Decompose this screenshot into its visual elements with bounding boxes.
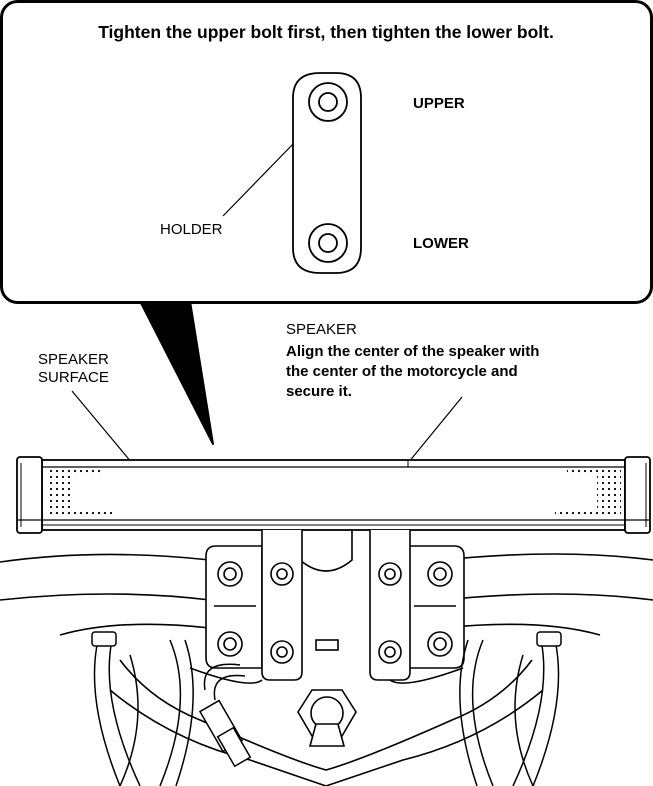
callout-box: Tighten the upper bolt first, then tight… [0,0,653,445]
mount-bolt-icon [378,562,402,664]
speaker-end-cap-right [624,456,651,534]
callout-pointer [139,300,214,445]
callout-instruction: Tighten the upper bolt first, then tight… [98,22,554,42]
speaker-note-line2: the center of the motorcycle and [286,363,518,380]
speaker-note-line1: Align the center of the speaker with [286,343,539,360]
speaker-note-line3: secure it. [286,383,352,400]
speaker-mount-arm-left [261,530,303,681]
clamp-bolt-icon [427,561,453,657]
speaker-bar [16,456,651,534]
mount-bolt-icon [270,562,294,664]
stem-nut-icon [297,689,357,747]
speaker-surface-label-line1: SPEAKER [38,351,109,368]
holder-label: HOLDER [160,221,223,238]
riser-clamp-left [205,545,263,669]
holder-leader-line [222,143,294,217]
speaker-mount-arm-right [369,530,411,681]
speaker-grille-right [555,470,621,518]
speaker-leader-line [407,396,463,464]
clamp-bolt-icon [217,561,243,657]
holder-bracket [292,72,362,274]
upper-label: UPPER [413,95,465,112]
connector-icon [198,663,252,768]
steering-head [109,659,544,786]
riser-clamp-right [407,545,465,669]
speaker-label: SPEAKER [286,321,357,338]
speaker-surface-label-line2: SURFACE [38,369,109,386]
lower-label: LOWER [413,235,469,252]
lower-bolt-icon [308,223,348,263]
speaker-end-cap-left [16,456,43,534]
speaker-grille-left [46,470,112,518]
cables [91,631,562,786]
upper-bolt-icon [308,82,348,122]
